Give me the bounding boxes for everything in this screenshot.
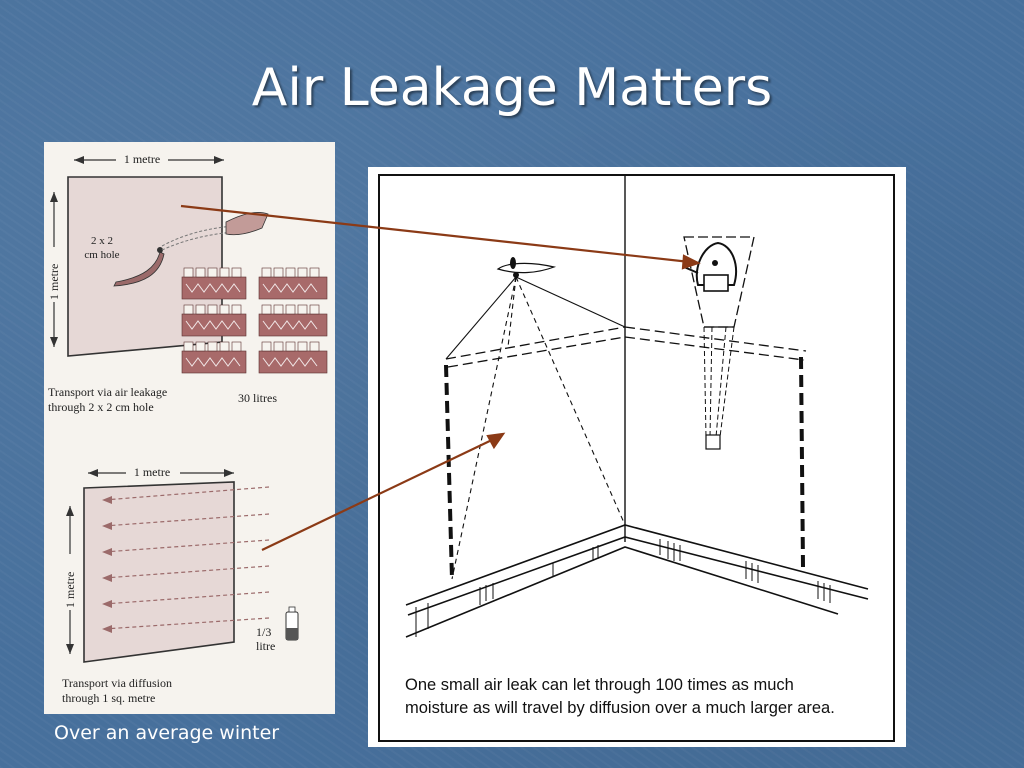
- bottom-caption-line2: through 1 sq. metre: [62, 691, 155, 705]
- room-frame: [378, 174, 895, 742]
- slide-title: Air Leakage Matters: [251, 58, 773, 118]
- room-caption-line2: moisture as will travel by diffusion ove…: [405, 699, 835, 717]
- left-figure-panel: 1 metre 1 metre 2 x 2 cm hole: [44, 142, 335, 714]
- diffusion-diagram: 1 metre 1 metre: [62, 464, 299, 705]
- bottom-volume-line1: 1/3: [256, 625, 271, 639]
- left-figure-diagram: 1 metre 1 metre 2 x 2 cm hole: [46, 151, 328, 705]
- air-leakage-diagram: 1 metre 1 metre 2 x 2 cm hole: [46, 151, 328, 414]
- top-caption-line1: Transport via air leakage: [48, 385, 167, 399]
- ceiling-lamp-icon: [496, 257, 557, 278]
- hole-label-line2: cm hole: [84, 249, 119, 261]
- hand-icon: [225, 212, 269, 236]
- bottom-height-label: 1 metre: [63, 572, 77, 608]
- diffusion-connector-arrow: [261, 437, 497, 551]
- bottom-volume-line2: litre: [256, 639, 275, 653]
- top-width-label: 1 metre: [124, 152, 160, 166]
- bottom-caption: Over an average winter: [54, 722, 280, 744]
- top-height-label: 1 metre: [47, 264, 61, 300]
- floor-hatching: [415, 539, 831, 637]
- top-caption-line2: through 2 x 2 cm hole: [48, 400, 154, 414]
- kettle-icon: [683, 241, 737, 292]
- bottle-icon: [285, 606, 299, 641]
- bottom-caption-line1: Transport via diffusion: [62, 676, 172, 690]
- bottles-grid-30-litres: [181, 267, 328, 374]
- room-caption-line1: One small air leak can let through 100 t…: [405, 676, 794, 694]
- bottom-width-label: 1 metre: [134, 465, 170, 479]
- top-volume-label: 30 litres: [238, 391, 277, 405]
- room-diagram: One small air leak can let through 100 t…: [378, 174, 895, 742]
- bottom-wall-panel: [83, 481, 235, 663]
- hole-label-line1: 2 x 2: [91, 235, 113, 247]
- leak-connector-arrow: [180, 204, 691, 264]
